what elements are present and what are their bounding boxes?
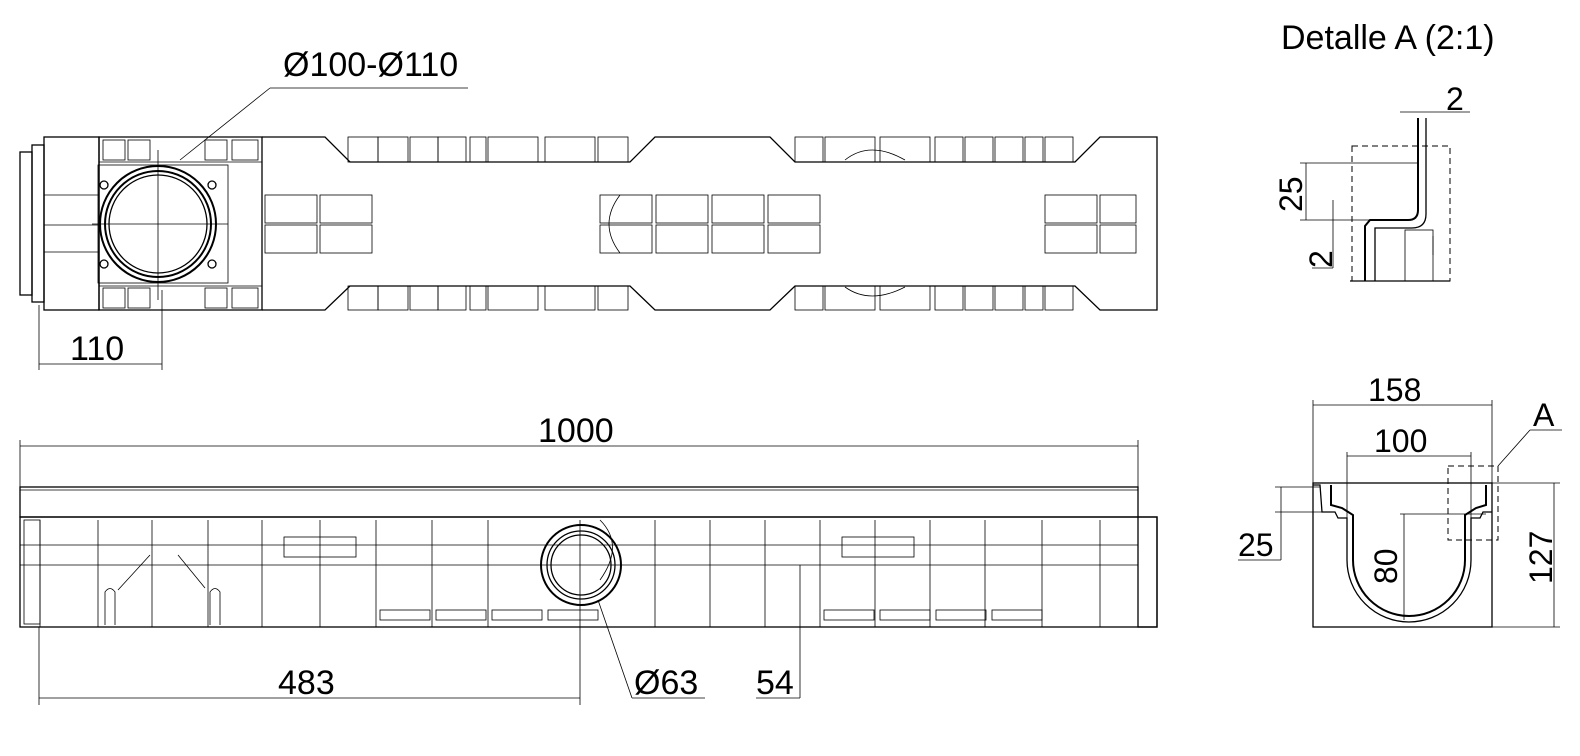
pipe-offset-label: 110 bbox=[70, 330, 124, 368]
detail-lip-label: 2 bbox=[1303, 250, 1339, 268]
detail-label-leader: A bbox=[1497, 397, 1562, 467]
detail-lip-dimension: 2 bbox=[1303, 200, 1339, 269]
rim-depth-label: 25 bbox=[1238, 527, 1274, 563]
pipe-offset-dimension: 110 bbox=[38, 290, 163, 370]
total-length-label: 1000 bbox=[538, 412, 614, 450]
total-height-dimension: 127 bbox=[1492, 482, 1560, 628]
channel-depth-dimension: 80 bbox=[1368, 513, 1486, 620]
inner-width-dimension: 100 bbox=[1346, 423, 1472, 518]
detail-depth-dimension: 25 bbox=[1273, 162, 1418, 221]
rim-depth-dimension: 25 bbox=[1238, 486, 1335, 563]
detail-wall-dimension: 2 bbox=[1400, 81, 1470, 117]
outlet-offset-label: 483 bbox=[278, 664, 335, 702]
detail-wall-label: 2 bbox=[1446, 81, 1464, 117]
outlet-diameter-dimension: Ø63 bbox=[597, 599, 705, 702]
detail-a-view bbox=[1350, 118, 1451, 282]
outlet-diameter-label: Ø63 bbox=[634, 664, 698, 702]
detail-label: A bbox=[1533, 397, 1555, 433]
outlet-offset-dimension: 483 bbox=[38, 520, 581, 705]
top-view bbox=[19, 136, 1158, 311]
cross-section-view bbox=[1312, 465, 1499, 628]
channel-depth-label: 80 bbox=[1368, 548, 1404, 584]
pipe-diameter-label: Ø100-Ø110 bbox=[283, 46, 458, 84]
detail-depth-label: 25 bbox=[1273, 176, 1309, 212]
rib-spacing-dimension: 54 bbox=[756, 565, 801, 702]
total-length-dimension: 1000 bbox=[19, 412, 1139, 487]
detail-title: Detalle A (2:1) bbox=[1281, 19, 1495, 57]
pipe-diameter-dimension: Ø100-Ø110 bbox=[179, 46, 468, 161]
outer-width-dimension: 158 bbox=[1312, 372, 1493, 483]
rib-spacing-label: 54 bbox=[756, 664, 794, 702]
side-view bbox=[19, 486, 1158, 628]
total-height-label: 127 bbox=[1523, 531, 1559, 584]
outer-width-label: 158 bbox=[1368, 372, 1421, 408]
inner-width-label: 100 bbox=[1374, 423, 1427, 459]
